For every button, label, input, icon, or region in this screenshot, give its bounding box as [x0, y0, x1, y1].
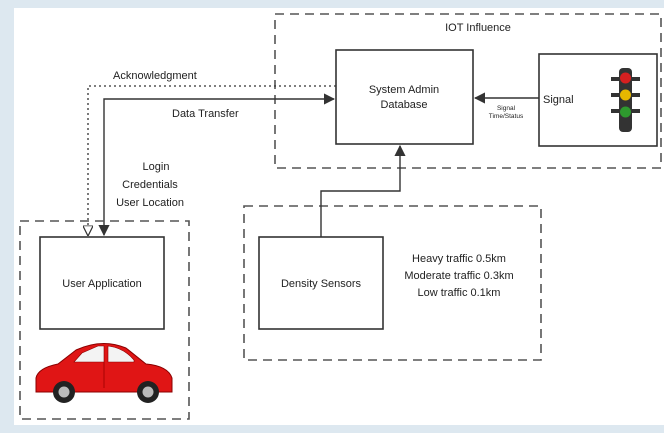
traffic-light-icon	[611, 68, 640, 132]
signal-label: Signal	[543, 94, 574, 106]
data-transfer-arrow	[98, 93, 336, 237]
page-frame-bottom	[0, 425, 664, 433]
signal-box	[538, 53, 658, 147]
login-label-line2: Credentials	[122, 179, 178, 191]
login-label-line1: Login	[143, 161, 170, 173]
page-frame-left	[0, 0, 14, 433]
acknowledgment-label: Acknowledgment	[113, 70, 197, 82]
admin-database-box	[335, 49, 474, 145]
user-application-label: User Application	[62, 278, 142, 290]
admin-label-line2: Database	[380, 99, 427, 111]
car-icon	[35, 343, 173, 403]
signal-status-line1: Signal	[497, 105, 516, 112]
page-frame-top	[0, 0, 664, 8]
sensors-to-admin-arrow	[320, 144, 406, 237]
data-transfer-label: Data Transfer	[172, 108, 239, 120]
user-group	[19, 220, 190, 420]
login-label-line3: User Location	[116, 197, 184, 209]
traffic-moderate: Moderate traffic 0.3km	[404, 270, 513, 282]
traffic-heavy: Heavy traffic 0.5km	[412, 253, 506, 265]
density-sensors-label: Density Sensors	[281, 278, 362, 290]
iot-title: IOT Influence	[445, 22, 511, 34]
traffic-low: Low traffic 0.1km	[418, 287, 501, 299]
density-sensors-box	[258, 236, 384, 330]
sensors-group	[243, 205, 542, 361]
signal-status-line2: Time/Status	[489, 113, 524, 120]
user-application-box	[39, 236, 165, 330]
admin-label-line1: System Admin	[369, 84, 439, 96]
